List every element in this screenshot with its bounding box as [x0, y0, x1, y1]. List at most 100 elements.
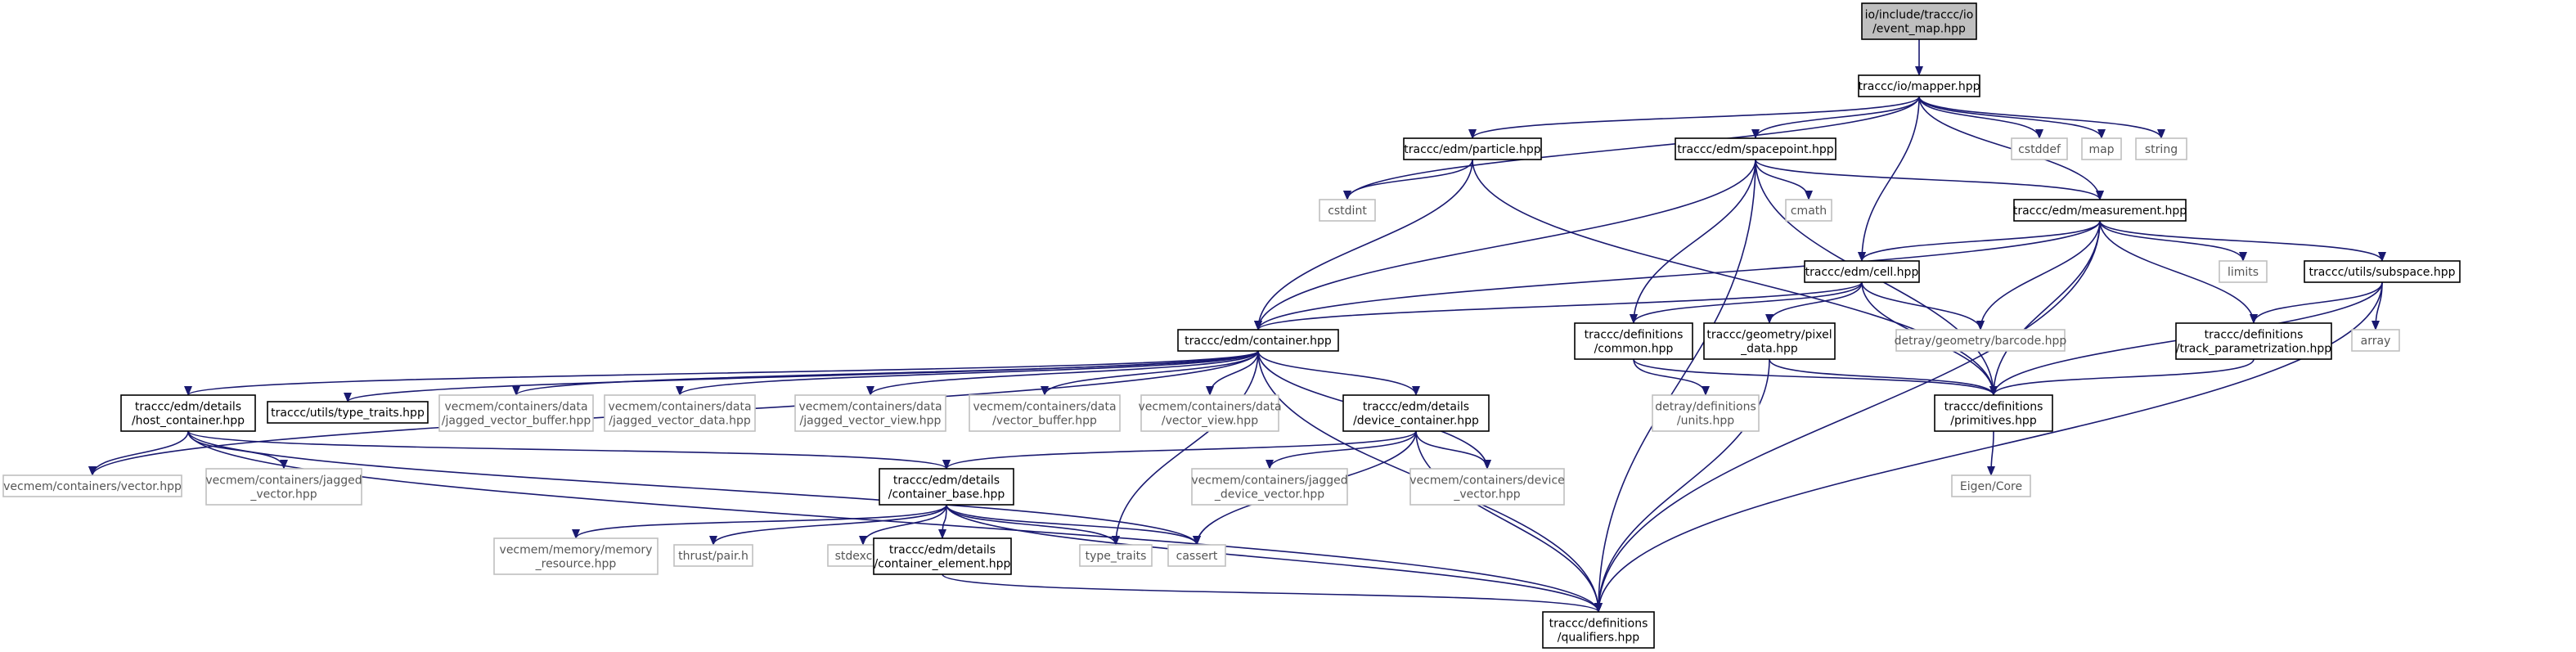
node-box-array [2351, 329, 2400, 352]
node-box-units [1652, 394, 1760, 432]
node-string: string [2135, 137, 2187, 160]
node-cstdint: cstdint [1319, 199, 1376, 222]
node-box-subspace [2304, 260, 2461, 283]
node-thrust_pair: thrust/pair.h [673, 544, 753, 567]
edge-device_container-to-qualifiers [1415, 430, 1603, 613]
node-label-particle-0: traccc/edm/particle.hpp [1404, 143, 1540, 156]
edge-cell-to-barcode [1861, 281, 1985, 330]
edge-container_base-to-cassert [946, 504, 1201, 546]
edge-container-to-v_buffer [1041, 350, 1259, 396]
node-box-cell [1804, 260, 1920, 283]
node-label-device_vector-0: vecmem/containers/device [1409, 474, 1565, 488]
node-container_element[interactable]: traccc/edm/details/container_element.hpp [873, 537, 1012, 575]
node-map: map [2081, 137, 2122, 160]
node-units: detray/definitions/units.hpp [1652, 394, 1760, 432]
edge-spacepoint-to-cmath [1755, 159, 1813, 200]
edge-container_base-to-type_traits [946, 504, 1120, 546]
node-box-type_traits_hpp [267, 401, 429, 424]
node-pixel_data[interactable]: traccc/geometry/pixel_data.hpp [1703, 322, 1836, 360]
node-cell[interactable]: traccc/edm/cell.hpp [1804, 260, 1920, 283]
node-label-thrust_pair-0: thrust/pair.h [678, 550, 749, 563]
edge-measurement-to-cell [1858, 220, 2101, 262]
node-label-cassert-0: cassert [1176, 550, 1218, 563]
node-box-container_base [879, 468, 1014, 506]
node-label-device_container-0: traccc/edm/details [1363, 401, 1469, 414]
node-box-pixel_data [1703, 322, 1836, 360]
edge-host_container-to-qualifiers [187, 430, 1603, 613]
edge-host_container-to-container_base [187, 430, 951, 470]
edge-spacepoint-to-measurement [1755, 159, 2104, 200]
node-track_param[interactable]: traccc/definitions/track_parametrization… [2175, 322, 2332, 360]
edge-pixel_data-to-primitives [1769, 358, 1998, 396]
edge-container-to-jv_data [676, 350, 1259, 396]
node-v_view: vecmem/containers/data/vector_view.hpp [1138, 394, 1282, 432]
edge-measurement-to-barcode [1976, 220, 2101, 330]
edge-mapper-to-map [1918, 96, 2106, 139]
node-box-spacepoint [1675, 137, 1836, 160]
edge-container-to-device_container [1257, 350, 1420, 396]
node-box-device_vector [1409, 468, 1565, 506]
edge-container_base-to-memory_resource [572, 504, 947, 539]
node-label-barcode-0: detray/geometry/barcode.hpp [1895, 335, 2067, 348]
node-primitives[interactable]: traccc/definitions/primitives.hpp [1934, 394, 2053, 432]
edge-cell-to-pixel_data [1765, 281, 1863, 324]
edge-container-to-type_traits [1112, 350, 1259, 546]
node-box-measurement [2013, 199, 2187, 222]
node-limits: limits [2219, 260, 2268, 283]
node-label-cell-0: traccc/edm/cell.hpp [1805, 266, 1919, 279]
node-box-memory_resource [493, 537, 659, 575]
node-jv_view: vecmem/containers/data/jagged_vector_vie… [794, 394, 946, 432]
edge-def_common-to-units [1633, 358, 1710, 396]
node-label-type_traits-0: type_traits [1086, 550, 1147, 563]
node-box-container [1177, 329, 1339, 352]
node-event_map[interactable]: io/include/traccc/io/event_map.hpp [1861, 2, 1977, 40]
node-spacepoint[interactable]: traccc/edm/spacepoint.hpp [1675, 137, 1836, 160]
node-label-memory_resource-0: vecmem/memory/memory [500, 544, 653, 557]
node-label-qualifiers-0: traccc/definitions [1549, 618, 1648, 631]
node-box-jagged_vector [205, 468, 362, 506]
edge-spacepoint-to-def_common [1630, 159, 1756, 324]
node-cmath: cmath [1785, 199, 1832, 222]
node-label-def_common-1: /common.hpp [1594, 343, 1674, 356]
node-label-event_map-0: io/include/traccc/io [1865, 9, 1974, 22]
node-box-limits [2219, 260, 2268, 283]
node-container[interactable]: traccc/edm/container.hpp [1177, 329, 1339, 352]
node-box-v_buffer [969, 394, 1121, 432]
node-label-string-0: string [2145, 143, 2178, 156]
node-label-track_param-1: /track_parametrization.hpp [2176, 343, 2331, 356]
node-label-track_param-0: traccc/definitions [2205, 329, 2304, 342]
edge-particle-to-cstdint [1343, 159, 1473, 200]
node-label-qualifiers-1: /qualifiers.hpp [1558, 632, 1640, 645]
node-box-jv_buffer [438, 394, 594, 432]
node-container_base[interactable]: traccc/edm/details/container_base.hpp [879, 468, 1014, 506]
node-host_container[interactable]: traccc/edm/details/host_container.hpp [120, 394, 256, 432]
node-def_common[interactable]: traccc/definitions/common.hpp [1574, 322, 1693, 360]
node-eigen_core: Eigen/Core [1951, 474, 2031, 497]
node-label-container_base-1: /container_base.hpp [888, 488, 1005, 501]
node-v_buffer: vecmem/containers/data/vector_buffer.hpp [969, 394, 1121, 432]
node-particle[interactable]: traccc/edm/particle.hpp [1403, 137, 1542, 160]
node-label-type_traits_hpp-0: traccc/utils/type_traits.hpp [271, 407, 425, 420]
node-label-event_map-1: /event_map.hpp [1872, 23, 1966, 36]
node-label-v_buffer-1: /vector_buffer.hpp [992, 415, 1097, 428]
node-label-units-1: /units.hpp [1677, 415, 1734, 428]
node-box-particle [1403, 137, 1542, 160]
node-subspace[interactable]: traccc/utils/subspace.hpp [2304, 260, 2461, 283]
node-measurement[interactable]: traccc/edm/measurement.hpp [2013, 199, 2187, 222]
node-box-cmath [1785, 199, 1832, 222]
node-type_traits: type_traits [1079, 544, 1153, 567]
node-type_traits_hpp[interactable]: traccc/utils/type_traits.hpp [267, 401, 429, 424]
node-device_container[interactable]: traccc/edm/details/device_container.hpp [1342, 394, 1490, 432]
node-mapper[interactable]: traccc/io/mapper.hpp [1858, 74, 1980, 97]
node-label-container_base-0: traccc/edm/details [893, 474, 1000, 488]
edge-mapper-to-cell [1858, 96, 1920, 262]
node-box-thrust_pair [673, 544, 753, 567]
edge-primitives-to-eigen_core [1987, 430, 1996, 476]
edge-device_container-to-container_base [942, 430, 1417, 470]
node-label-jagged_device_vector-0: vecmem/containers/jagged [1191, 474, 1347, 488]
edge-measurement-to-track_param [2099, 220, 2258, 324]
edge-spacepoint-to-container [1254, 159, 1756, 330]
node-qualifiers[interactable]: traccc/definitions/qualifiers.hpp [1542, 611, 1655, 649]
node-label-units-0: detray/definitions [1655, 401, 1756, 414]
